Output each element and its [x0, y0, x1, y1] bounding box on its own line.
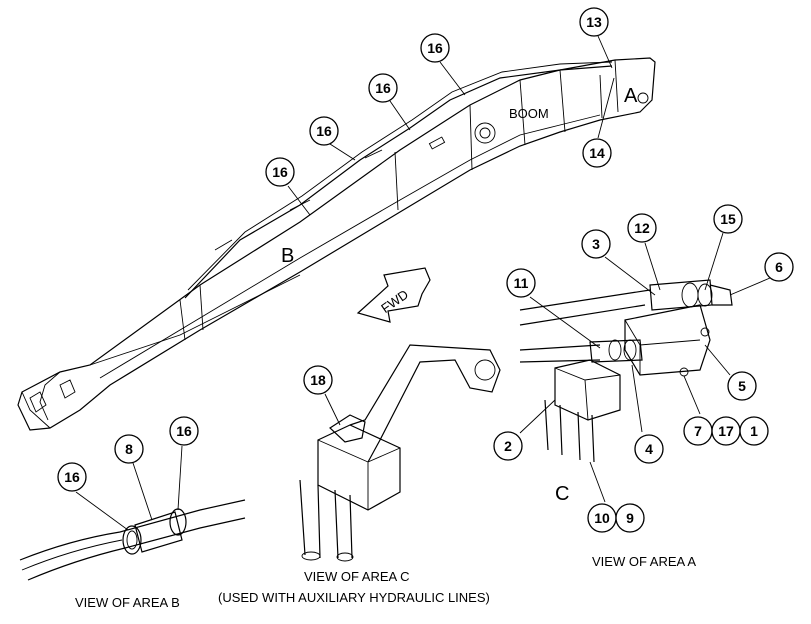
- svg-text:1: 1: [750, 423, 758, 439]
- forward-arrow-icon: FWD: [356, 267, 431, 323]
- view-area-a-drawing: [519, 279, 733, 463]
- callout-17: 17: [711, 416, 741, 446]
- callout-16-view-b-right: 16: [169, 416, 199, 446]
- callout-16-view-b-left: 16: [57, 462, 87, 492]
- callout-18: 18: [303, 365, 333, 395]
- area-c-marker: C: [555, 483, 569, 505]
- callout-7: 7: [683, 416, 713, 446]
- callout-16-boom-2: 16: [368, 73, 398, 103]
- callout-16-boom-1: 16: [420, 33, 450, 63]
- svg-text:4: 4: [645, 441, 653, 457]
- boom-label: BOOM: [509, 106, 549, 121]
- boom-drawing: BOOM A B: [17, 57, 656, 431]
- svg-text:10: 10: [594, 510, 610, 526]
- svg-text:16: 16: [272, 164, 288, 180]
- svg-text:18: 18: [310, 372, 326, 388]
- svg-text:3: 3: [592, 236, 600, 252]
- caption-view-c-line1: VIEW OF AREA C: [304, 569, 409, 584]
- callout-6: 6: [764, 252, 794, 282]
- callout-15: 15: [713, 204, 743, 234]
- callout-11: 11: [506, 268, 536, 298]
- svg-text:8: 8: [125, 441, 133, 457]
- callout-5: 5: [727, 371, 757, 401]
- svg-text:11: 11: [514, 275, 529, 291]
- svg-text:5: 5: [738, 378, 746, 394]
- area-b-marker: B: [281, 245, 294, 267]
- caption-view-c-line2: (USED WITH AUXILIARY HYDRAULIC LINES): [218, 590, 490, 605]
- callout-16-boom-4: 16: [265, 157, 295, 187]
- svg-text:17: 17: [718, 423, 734, 439]
- svg-text:7: 7: [694, 423, 702, 439]
- callout-8: 8: [114, 434, 144, 464]
- callout-14: 14: [582, 138, 612, 168]
- svg-text:9: 9: [626, 510, 634, 526]
- callout-10: 10: [587, 503, 617, 533]
- leader-lines: [75, 35, 771, 531]
- svg-text:16: 16: [64, 469, 80, 485]
- svg-text:16: 16: [176, 423, 192, 439]
- callout-16-boom-3: 16: [309, 116, 339, 146]
- svg-text:15: 15: [720, 211, 736, 227]
- callout-12: 12: [627, 213, 657, 243]
- callout-1: 1: [739, 416, 769, 446]
- svg-text:14: 14: [589, 145, 605, 161]
- callout-13: 13: [579, 7, 609, 37]
- svg-text:16: 16: [375, 80, 391, 96]
- svg-text:16: 16: [316, 123, 332, 139]
- svg-text:12: 12: [634, 220, 650, 236]
- callout-9: 9: [615, 503, 645, 533]
- view-area-c-drawing: [299, 344, 501, 562]
- svg-text:2: 2: [504, 438, 512, 454]
- callout-3: 3: [581, 229, 611, 259]
- view-area-b-drawing: [19, 499, 246, 581]
- callout-2: 2: [493, 431, 523, 461]
- svg-text:6: 6: [775, 259, 783, 275]
- svg-text:13: 13: [586, 14, 602, 30]
- callout-4: 4: [634, 434, 664, 464]
- svg-text:16: 16: [427, 40, 443, 56]
- caption-view-b: VIEW OF AREA B: [75, 595, 180, 610]
- area-a-marker: A: [624, 85, 638, 107]
- caption-view-a: VIEW OF AREA A: [592, 554, 696, 569]
